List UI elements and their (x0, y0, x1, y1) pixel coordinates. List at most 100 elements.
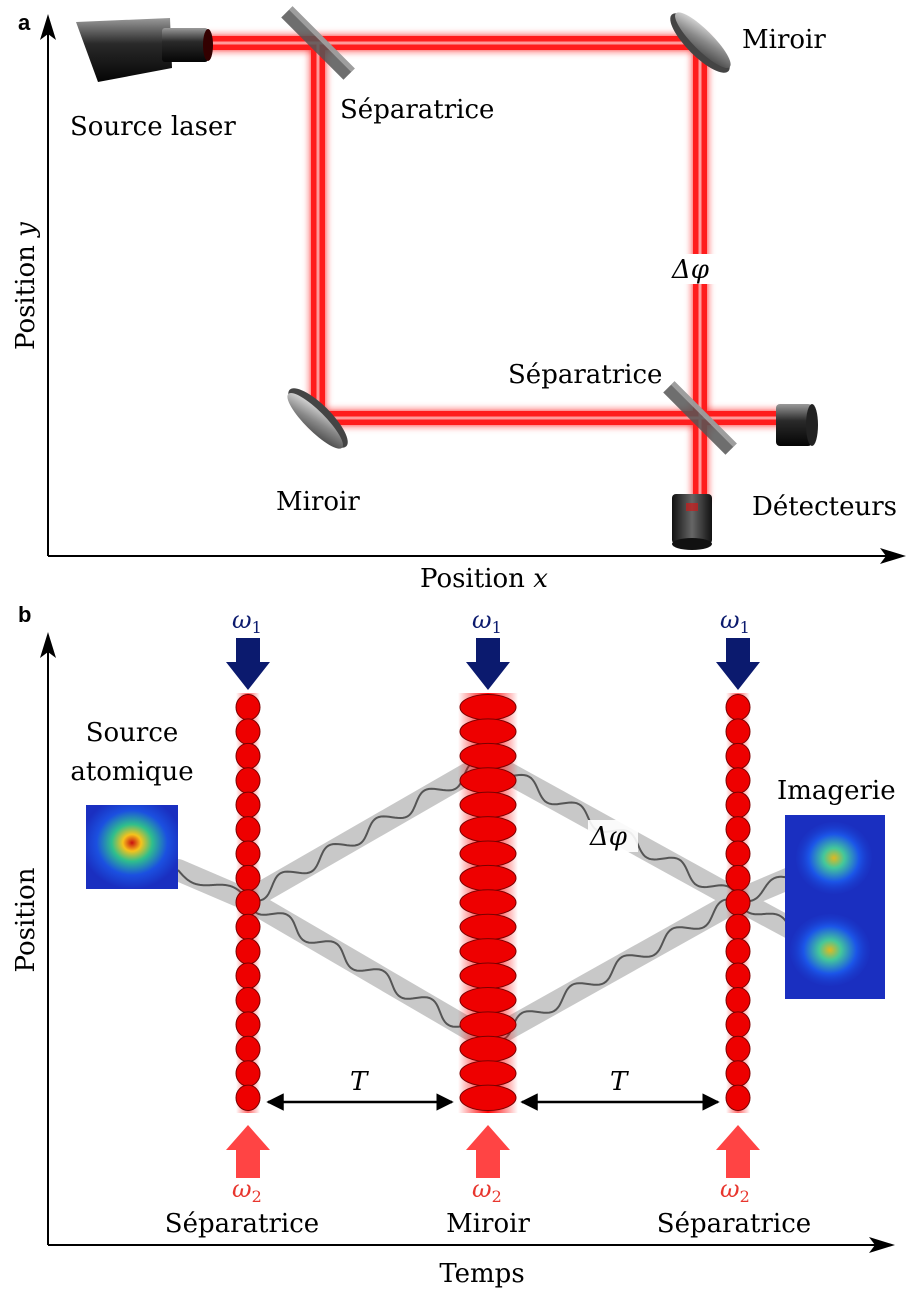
omega2-arrow-right (716, 1125, 760, 1178)
wavepacket-path (487, 898, 739, 1042)
standing-wave-lobe (725, 767, 751, 794)
standing-wave-lobe (459, 864, 517, 892)
atom-source-image (86, 805, 178, 889)
pulse-left (235, 693, 261, 1113)
panel-b-y-arrowhead (40, 632, 56, 658)
splitter-bottom (663, 381, 737, 455)
standing-wave-lobe (725, 1035, 751, 1063)
source-label-line1: Source (86, 718, 179, 748)
standing-wave-lobe (235, 840, 261, 867)
source-label-line2: atomique (70, 757, 193, 787)
panel-b-label: b (18, 602, 31, 627)
standing-wave-lobe (459, 1060, 517, 1087)
detectors-label: Détecteurs (752, 492, 897, 522)
detector-bottom (672, 494, 712, 550)
standing-wave-lobe (235, 986, 261, 1014)
phase-label-a: Δφ (671, 255, 710, 285)
detector-right (776, 404, 818, 446)
standing-wave-lobe (235, 1011, 261, 1038)
standing-wave-lobe (725, 986, 751, 1014)
omega1-label-right: ω1 (720, 606, 750, 637)
panel-a-y-arrowhead (40, 14, 56, 40)
standing-wave-lobe (235, 962, 261, 989)
standing-wave-lobe (459, 816, 517, 843)
omega1-arrow-right (716, 638, 760, 690)
standing-wave-lobe (235, 1084, 261, 1111)
panel-b-x-arrowhead (869, 1237, 895, 1253)
standing-wave-lobe (725, 864, 751, 892)
mirror-top-label: Miroir (742, 25, 826, 55)
standing-wave-lobe (725, 718, 751, 745)
omega1-arrows (226, 638, 760, 690)
standing-wave-lobe (459, 889, 517, 916)
standing-wave-lobe (459, 791, 517, 819)
pulse-right (725, 693, 751, 1113)
omega1-arrow-middle (466, 638, 510, 690)
panel-a-label: a (18, 10, 31, 35)
panel-a-x-arrowhead (880, 548, 906, 564)
panel-a: a (11, 6, 906, 594)
standing-wave-lobe (235, 889, 261, 916)
standing-wave-lobe (235, 791, 261, 819)
interval-label-1: T (350, 1067, 369, 1097)
omega2-label-right: ω2 (720, 1175, 750, 1206)
standing-wave-lobe (725, 962, 751, 989)
pulse-middle (458, 693, 518, 1113)
pulse-middle-label: Miroir (446, 1209, 530, 1239)
mirror-bottom (287, 388, 348, 449)
panel-b-y-title: Position (11, 867, 41, 972)
panel-b-x-title: Temps (439, 1259, 524, 1289)
standing-wave-lobe (459, 1011, 517, 1038)
laser-source-label: Source laser (70, 112, 236, 142)
interval-label-2: T (610, 1067, 629, 1097)
standing-wave-lobe (235, 938, 261, 965)
splitter-bottom-label: Séparatrice (508, 360, 662, 390)
omega2-label-middle: ω2 (472, 1175, 502, 1206)
omega1-arrow-left (226, 638, 270, 690)
omega2-arrow-left (226, 1125, 270, 1178)
standing-wave-lobe (725, 938, 751, 965)
splitter-top (281, 6, 355, 80)
standing-wave-lobe (725, 694, 751, 721)
mirror-bottom-label: Miroir (276, 487, 360, 517)
standing-wave-lobe (459, 718, 517, 745)
omega1-labels: ω1 ω1 ω1 (232, 606, 750, 637)
pulse-left-label: Séparatrice (165, 1209, 319, 1239)
panel-a-y-title: Position y (11, 222, 41, 350)
wavepacket-path (247, 899, 489, 1041)
standing-wave-lobe (459, 742, 517, 770)
standing-wave-lobe (725, 840, 751, 867)
standing-wave-lobe (459, 840, 517, 867)
standing-wave-lobe (725, 913, 751, 941)
imaging-label: Imagerie (777, 776, 896, 806)
standing-wave-lobe (235, 718, 261, 745)
standing-wave-lobe (235, 1060, 261, 1087)
standing-wave-lobe (235, 864, 261, 892)
standing-wave-lobe (235, 1035, 261, 1063)
standing-wave-lobe (725, 1060, 751, 1087)
standing-wave-lobe (459, 986, 517, 1014)
panel-a-x-title: Position x (420, 564, 548, 594)
standing-wave-lobe (459, 694, 517, 721)
phase-label-b-bg (588, 820, 638, 852)
standing-wave-lobe (459, 962, 517, 989)
phase-label-bg (670, 254, 718, 284)
pulse-right-label: Séparatrice (657, 1209, 811, 1239)
standing-wave-lobe (725, 816, 751, 843)
standing-wave-lobe (459, 1035, 517, 1063)
omega2-arrows (226, 1125, 760, 1178)
standing-wave-lobe (459, 938, 517, 965)
standing-wave-lobe (459, 913, 517, 941)
panel-b: b (11, 602, 896, 1289)
omega2-labels: ω2 ω2 ω2 (232, 1175, 750, 1206)
omega2-arrow-middle (466, 1125, 510, 1178)
standing-wave-lobe (725, 1084, 751, 1111)
standing-wave-lobe (235, 694, 261, 721)
standing-wave-lobe (725, 889, 751, 916)
laser-source (76, 18, 213, 82)
phase-label-b: Δφ (589, 822, 628, 852)
standing-wave-lobe (235, 816, 261, 843)
omega1-label-left: ω1 (232, 606, 262, 637)
standing-wave-lobe (459, 1084, 517, 1111)
